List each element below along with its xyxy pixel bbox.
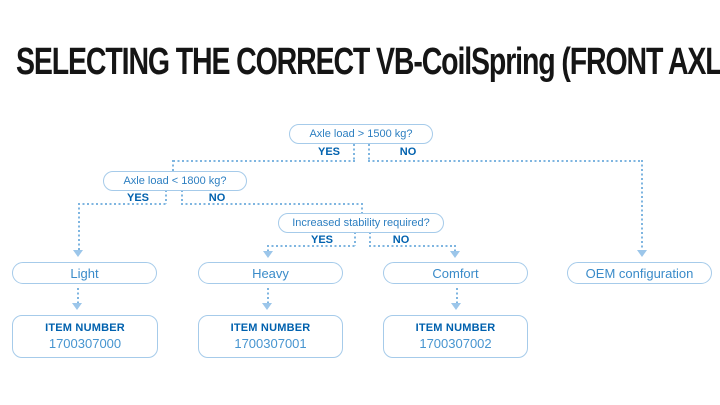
connector-d1-yes-stub bbox=[353, 144, 355, 161]
outcome-light: Light bbox=[12, 262, 157, 284]
connector-d1-yes-horizontal bbox=[173, 160, 355, 162]
connector-heavy-item bbox=[267, 288, 269, 303]
connector-comfort-drop bbox=[454, 245, 456, 251]
decision-axle-load-1800: Axle load < 1800 kg? bbox=[103, 171, 247, 191]
decision2-no-label: NO bbox=[208, 192, 226, 204]
connector-into-d3 bbox=[361, 203, 363, 213]
connector-comfort-item bbox=[456, 288, 458, 303]
item-number-heading: ITEM NUMBER bbox=[415, 322, 496, 334]
connector-d2-yes-horizontal bbox=[78, 203, 167, 205]
item-number-value: 1700307002 bbox=[419, 336, 492, 351]
item-number-heading: ITEM NUMBER bbox=[230, 322, 311, 334]
item-number-heading: ITEM NUMBER bbox=[45, 322, 125, 334]
page-title: SELECTING THE CORRECT VB-CoilSpring (FRO… bbox=[16, 41, 720, 83]
outcome-oem-configuration-label: OEM configuration bbox=[585, 265, 694, 281]
decision2-yes-label: YES bbox=[126, 192, 149, 204]
connector-d2-yes-stub bbox=[165, 190, 167, 204]
connector-light-item bbox=[77, 288, 79, 303]
connector-d3-no-stub bbox=[369, 232, 371, 246]
connector-into-d2 bbox=[172, 160, 174, 172]
decision-increased-stability: Increased stability required? bbox=[278, 213, 444, 233]
arrow-down-icon bbox=[451, 303, 461, 310]
item-box-heavy: ITEM NUMBER 1700307001 bbox=[198, 315, 343, 358]
arrow-down-icon bbox=[637, 250, 647, 257]
item-number-value: 1700307001 bbox=[234, 336, 307, 351]
connector-d3-yes-stub bbox=[354, 232, 356, 246]
decision3-yes-label: YES bbox=[310, 234, 333, 246]
decision1-yes-label: YES bbox=[317, 146, 340, 158]
outcome-comfort: Comfort bbox=[383, 262, 528, 284]
connector-d3-no-horizontal bbox=[369, 245, 456, 247]
decision1-no-label: NO bbox=[399, 146, 417, 158]
connector-d1-no-stub bbox=[368, 144, 370, 161]
connector-light-drop bbox=[78, 203, 80, 250]
item-box-comfort: ITEM NUMBER 1700307002 bbox=[383, 315, 528, 358]
connector-d1-no-horizontal bbox=[368, 160, 643, 162]
outcome-heavy-label: Heavy bbox=[252, 265, 289, 281]
connector-d2-no-stub bbox=[181, 190, 183, 204]
connector-oem-drop bbox=[641, 160, 643, 250]
decision-axle-load-1500-text: Axle load > 1500 kg? bbox=[309, 128, 413, 140]
arrow-down-icon bbox=[450, 251, 460, 258]
decision-axle-load-1500: Axle load > 1500 kg? bbox=[289, 124, 433, 144]
item-box-light: ITEM NUMBER 1700307000 bbox=[12, 315, 158, 358]
outcome-heavy: Heavy bbox=[198, 262, 343, 284]
outcome-comfort-label: Comfort bbox=[432, 265, 479, 281]
outcome-light-label: Light bbox=[70, 265, 99, 281]
decision-axle-load-1800-text: Axle load < 1800 kg? bbox=[123, 175, 227, 187]
decision-increased-stability-text: Increased stability required? bbox=[292, 217, 430, 229]
outcome-oem-configuration: OEM configuration bbox=[567, 262, 712, 284]
arrow-down-icon bbox=[262, 303, 272, 310]
arrow-down-icon bbox=[72, 303, 82, 310]
connector-d3-yes-horizontal bbox=[267, 245, 356, 247]
decision3-no-label: NO bbox=[392, 234, 410, 246]
connector-d2-no-horizontal bbox=[181, 203, 363, 205]
arrow-down-icon bbox=[73, 250, 83, 257]
item-number-value: 1700307000 bbox=[48, 336, 122, 351]
arrow-down-icon bbox=[263, 251, 273, 258]
connector-heavy-drop bbox=[267, 245, 269, 251]
